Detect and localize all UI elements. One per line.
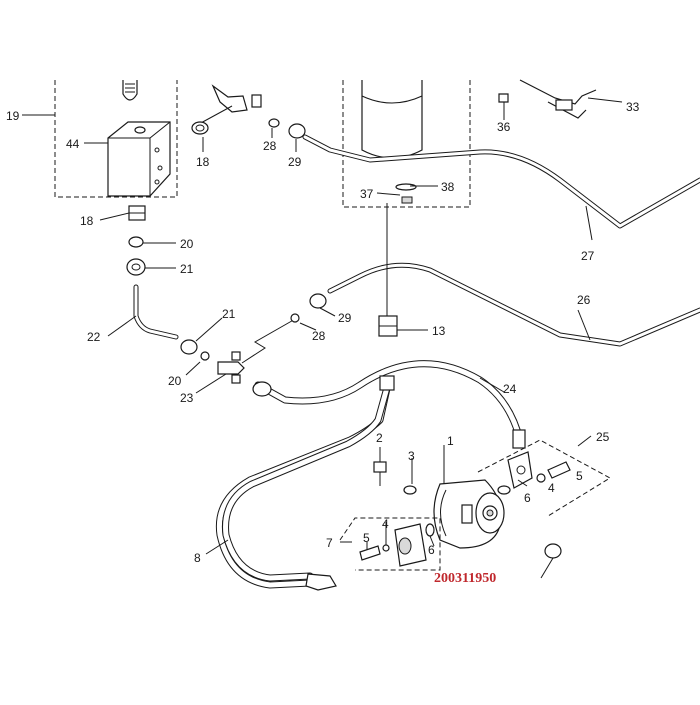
fitting-18-top [191,121,209,135]
fitting-18-lower [128,205,146,221]
callout-18a: 18 [196,155,210,169]
flange-lower [394,523,427,567]
washer-3 [403,485,417,495]
callout-13: 13 [432,324,446,338]
nut-29-mid [309,293,327,309]
callout-38: 38 [441,180,455,194]
bolt-5-right [547,461,571,479]
seal-28-top [268,118,280,128]
washer-4-right [536,473,546,483]
callout-21b: 21 [222,307,236,321]
callout-29b: 29 [338,311,352,325]
leader-lines [22,97,623,579]
callout-18b: 18 [80,214,94,228]
pump-assembly [433,479,505,549]
oring-6-right [497,485,511,495]
nut-21-left [126,258,146,276]
callout-27: 27 [581,249,595,263]
callout-22: 22 [87,330,101,344]
callout-28a: 28 [263,139,277,153]
group-box-25 [477,439,611,517]
hose-24-end-left [252,381,272,397]
nut-29-top [288,123,306,139]
flange-right [507,451,533,489]
valve-block [107,80,171,197]
callout-29a: 29 [288,155,302,169]
callout-36: 36 [497,120,511,134]
seal-28-mid [290,313,300,323]
tee-fitting-top [198,84,262,125]
callout-6a: 6 [524,491,531,505]
callout-33: 33 [626,100,640,114]
bolt-5-lower [359,545,381,561]
callout-19: 19 [6,109,20,123]
reservoir-tank [361,80,423,204]
callout-23: 23 [180,391,194,405]
plug-fitting [544,543,562,559]
tee-fitting-23 [217,351,245,384]
callout-7: 7 [326,536,333,550]
group-box-19 [54,80,178,198]
callout-26: 26 [577,293,591,307]
callout-5b: 5 [363,531,370,545]
callout-5a: 5 [576,469,583,483]
ring-20-lower [200,351,210,361]
callout-4b: 4 [382,517,389,531]
callout-37: 37 [360,187,374,201]
pipe-22 [133,284,179,340]
nut-21-lower [180,339,198,355]
hose-8-end-top [379,375,395,391]
callout-6b: 6 [428,543,435,557]
hose-8-end-bottom [305,573,337,591]
callout-44: 44 [66,137,80,151]
bolt-2 [373,461,387,486]
callout-28b: 28 [312,329,326,343]
hose-24-end-right [512,429,526,449]
callout-25: 25 [596,430,610,444]
washer-4-lower [382,544,390,552]
callout-21a: 21 [180,262,194,276]
callout-4a: 4 [548,481,555,495]
callout-24: 24 [503,382,517,396]
callout-8: 8 [194,551,201,565]
ring-20-left [128,236,144,248]
part-number: 200311950 [434,571,496,586]
group-box-7 [339,517,441,571]
callout-3: 3 [408,449,415,463]
oring-6-lower [425,523,435,537]
callout-1: 1 [447,434,454,448]
bracket-33 [519,79,597,119]
callout-20a: 20 [180,237,194,251]
bolt-36 [498,93,509,114]
fitting-13 [378,315,398,337]
callout-2: 2 [376,431,383,445]
callout-20b: 20 [168,374,182,388]
